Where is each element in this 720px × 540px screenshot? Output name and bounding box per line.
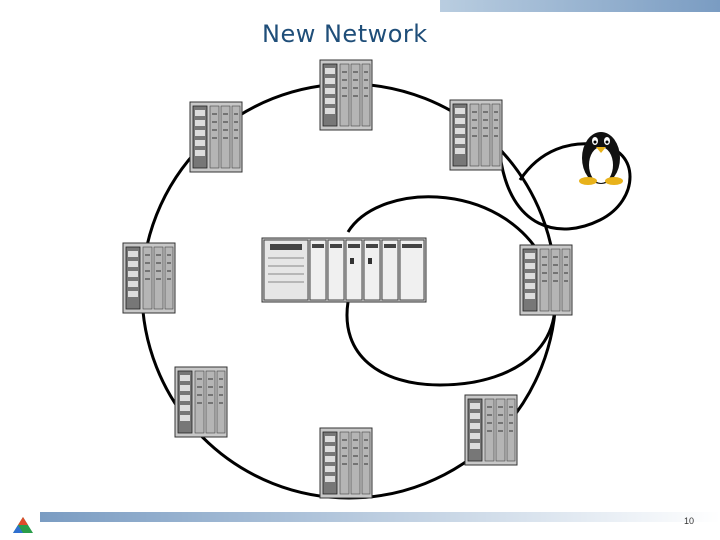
header-band bbox=[440, 0, 720, 12]
linux-penguin-icon bbox=[579, 132, 623, 185]
slide-title: New Network bbox=[262, 20, 428, 48]
footer-band bbox=[40, 512, 720, 522]
chassis-loop bbox=[345, 195, 557, 387]
io-rack-top bbox=[319, 59, 373, 131]
io-rack-top-right bbox=[449, 99, 503, 171]
io-rack-top-left bbox=[189, 101, 243, 173]
io-rack-bottom-right bbox=[464, 394, 518, 466]
io-rack-bottom-left bbox=[174, 366, 228, 438]
central-plc-chassis bbox=[261, 237, 427, 303]
page-number: 10 bbox=[684, 516, 695, 526]
logo-icon bbox=[13, 517, 33, 533]
io-rack-right bbox=[519, 244, 573, 316]
io-rack-left bbox=[122, 242, 176, 314]
io-rack-bottom bbox=[319, 427, 373, 499]
linux-loop bbox=[498, 142, 632, 231]
